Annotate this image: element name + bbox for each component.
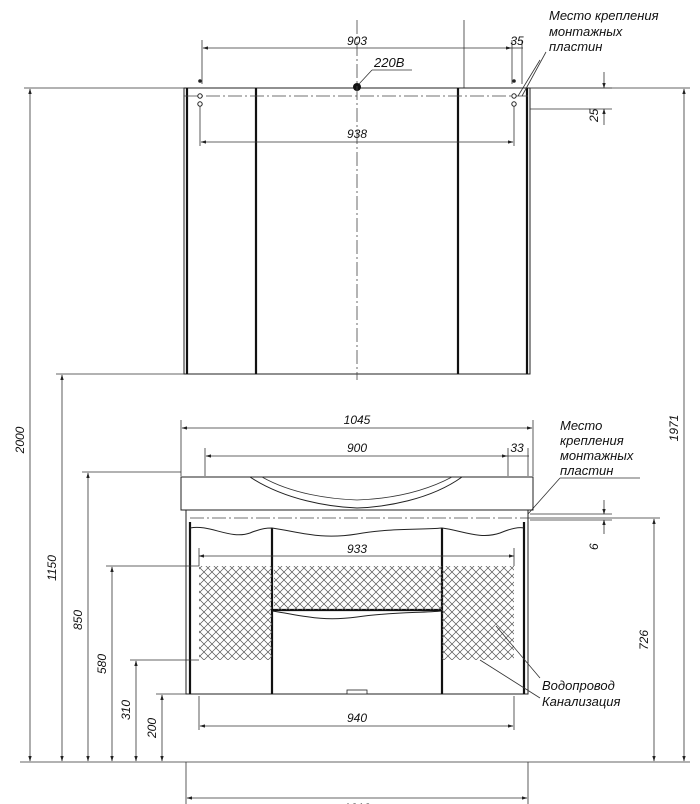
water-supply-label: Водопровод	[542, 678, 615, 693]
mirror-mount-label-line-2: монтажных	[549, 24, 623, 39]
dim-35-label: 35	[510, 34, 524, 48]
dim-933-label: 933	[347, 542, 367, 556]
dim-33-label: 33	[510, 441, 524, 455]
vanity-mount-label: Место крепления монтажных пластин	[560, 418, 637, 478]
dim-310-label: 310	[119, 700, 133, 720]
dim-25-label: 25	[587, 108, 601, 123]
sink-basin	[249, 476, 463, 509]
vanity-mount-label-line-4: пластин	[560, 463, 613, 478]
dim-938-label: 938	[347, 127, 367, 141]
mount-hole-top-right	[512, 79, 516, 83]
dim-580-label: 580	[95, 654, 109, 674]
vanity-mount-label-line-3: монтажных	[560, 448, 634, 463]
mirror-cabinet: 903 35 220В Место крепления монтажных пл…	[183, 8, 662, 380]
mount-hole-right	[511, 93, 517, 99]
dim-940-label: 940	[347, 711, 367, 725]
mirror-mount-label: Место крепления монтажных пластин	[549, 8, 662, 54]
dim-900-label: 900	[347, 441, 367, 455]
drain-label: Канализация	[542, 694, 620, 709]
dim-903-label: 903	[347, 34, 367, 48]
mount-hole-left	[197, 93, 203, 99]
power-label: 220В	[373, 55, 405, 70]
vertical-dimensions: 2000 1971 1150 850 726 580 310 200	[13, 87, 690, 762]
vanity-unit: 1045 900 33 Место крепления монтажных пл…	[180, 413, 640, 804]
dim-1150-label: 1150	[45, 555, 59, 581]
sink-countertop	[180, 476, 534, 511]
cabinet-top-wave	[189, 526, 525, 537]
dim-6-label: 6	[587, 543, 601, 550]
vanity-mount-label-line-2: крепления	[560, 433, 624, 448]
dim-1971-label: 1971	[667, 415, 681, 442]
dim-1045-label: 1045	[344, 413, 371, 427]
utility-zone-center	[274, 566, 442, 610]
mount-hole-right-2	[511, 101, 517, 107]
utility-zone-left	[199, 566, 272, 660]
dim-850-label: 850	[71, 610, 85, 630]
mount-hole-top-left	[198, 79, 202, 83]
utility-zone-right	[442, 566, 514, 660]
vanity-mount-label-line-1: Место	[560, 418, 602, 433]
dim-1010-label: 1010	[344, 801, 371, 804]
mirror-mount-label-line-3: пластин	[549, 39, 602, 54]
dim-2000-label: 2000	[13, 426, 27, 454]
mount-hole-left-2	[197, 101, 203, 107]
drawer-handle-wave	[271, 610, 443, 620]
dim-726-label: 726	[637, 630, 651, 650]
dim-200-label: 200	[145, 718, 159, 739]
mirror-mount-label-line-1: Место крепления	[549, 8, 659, 23]
